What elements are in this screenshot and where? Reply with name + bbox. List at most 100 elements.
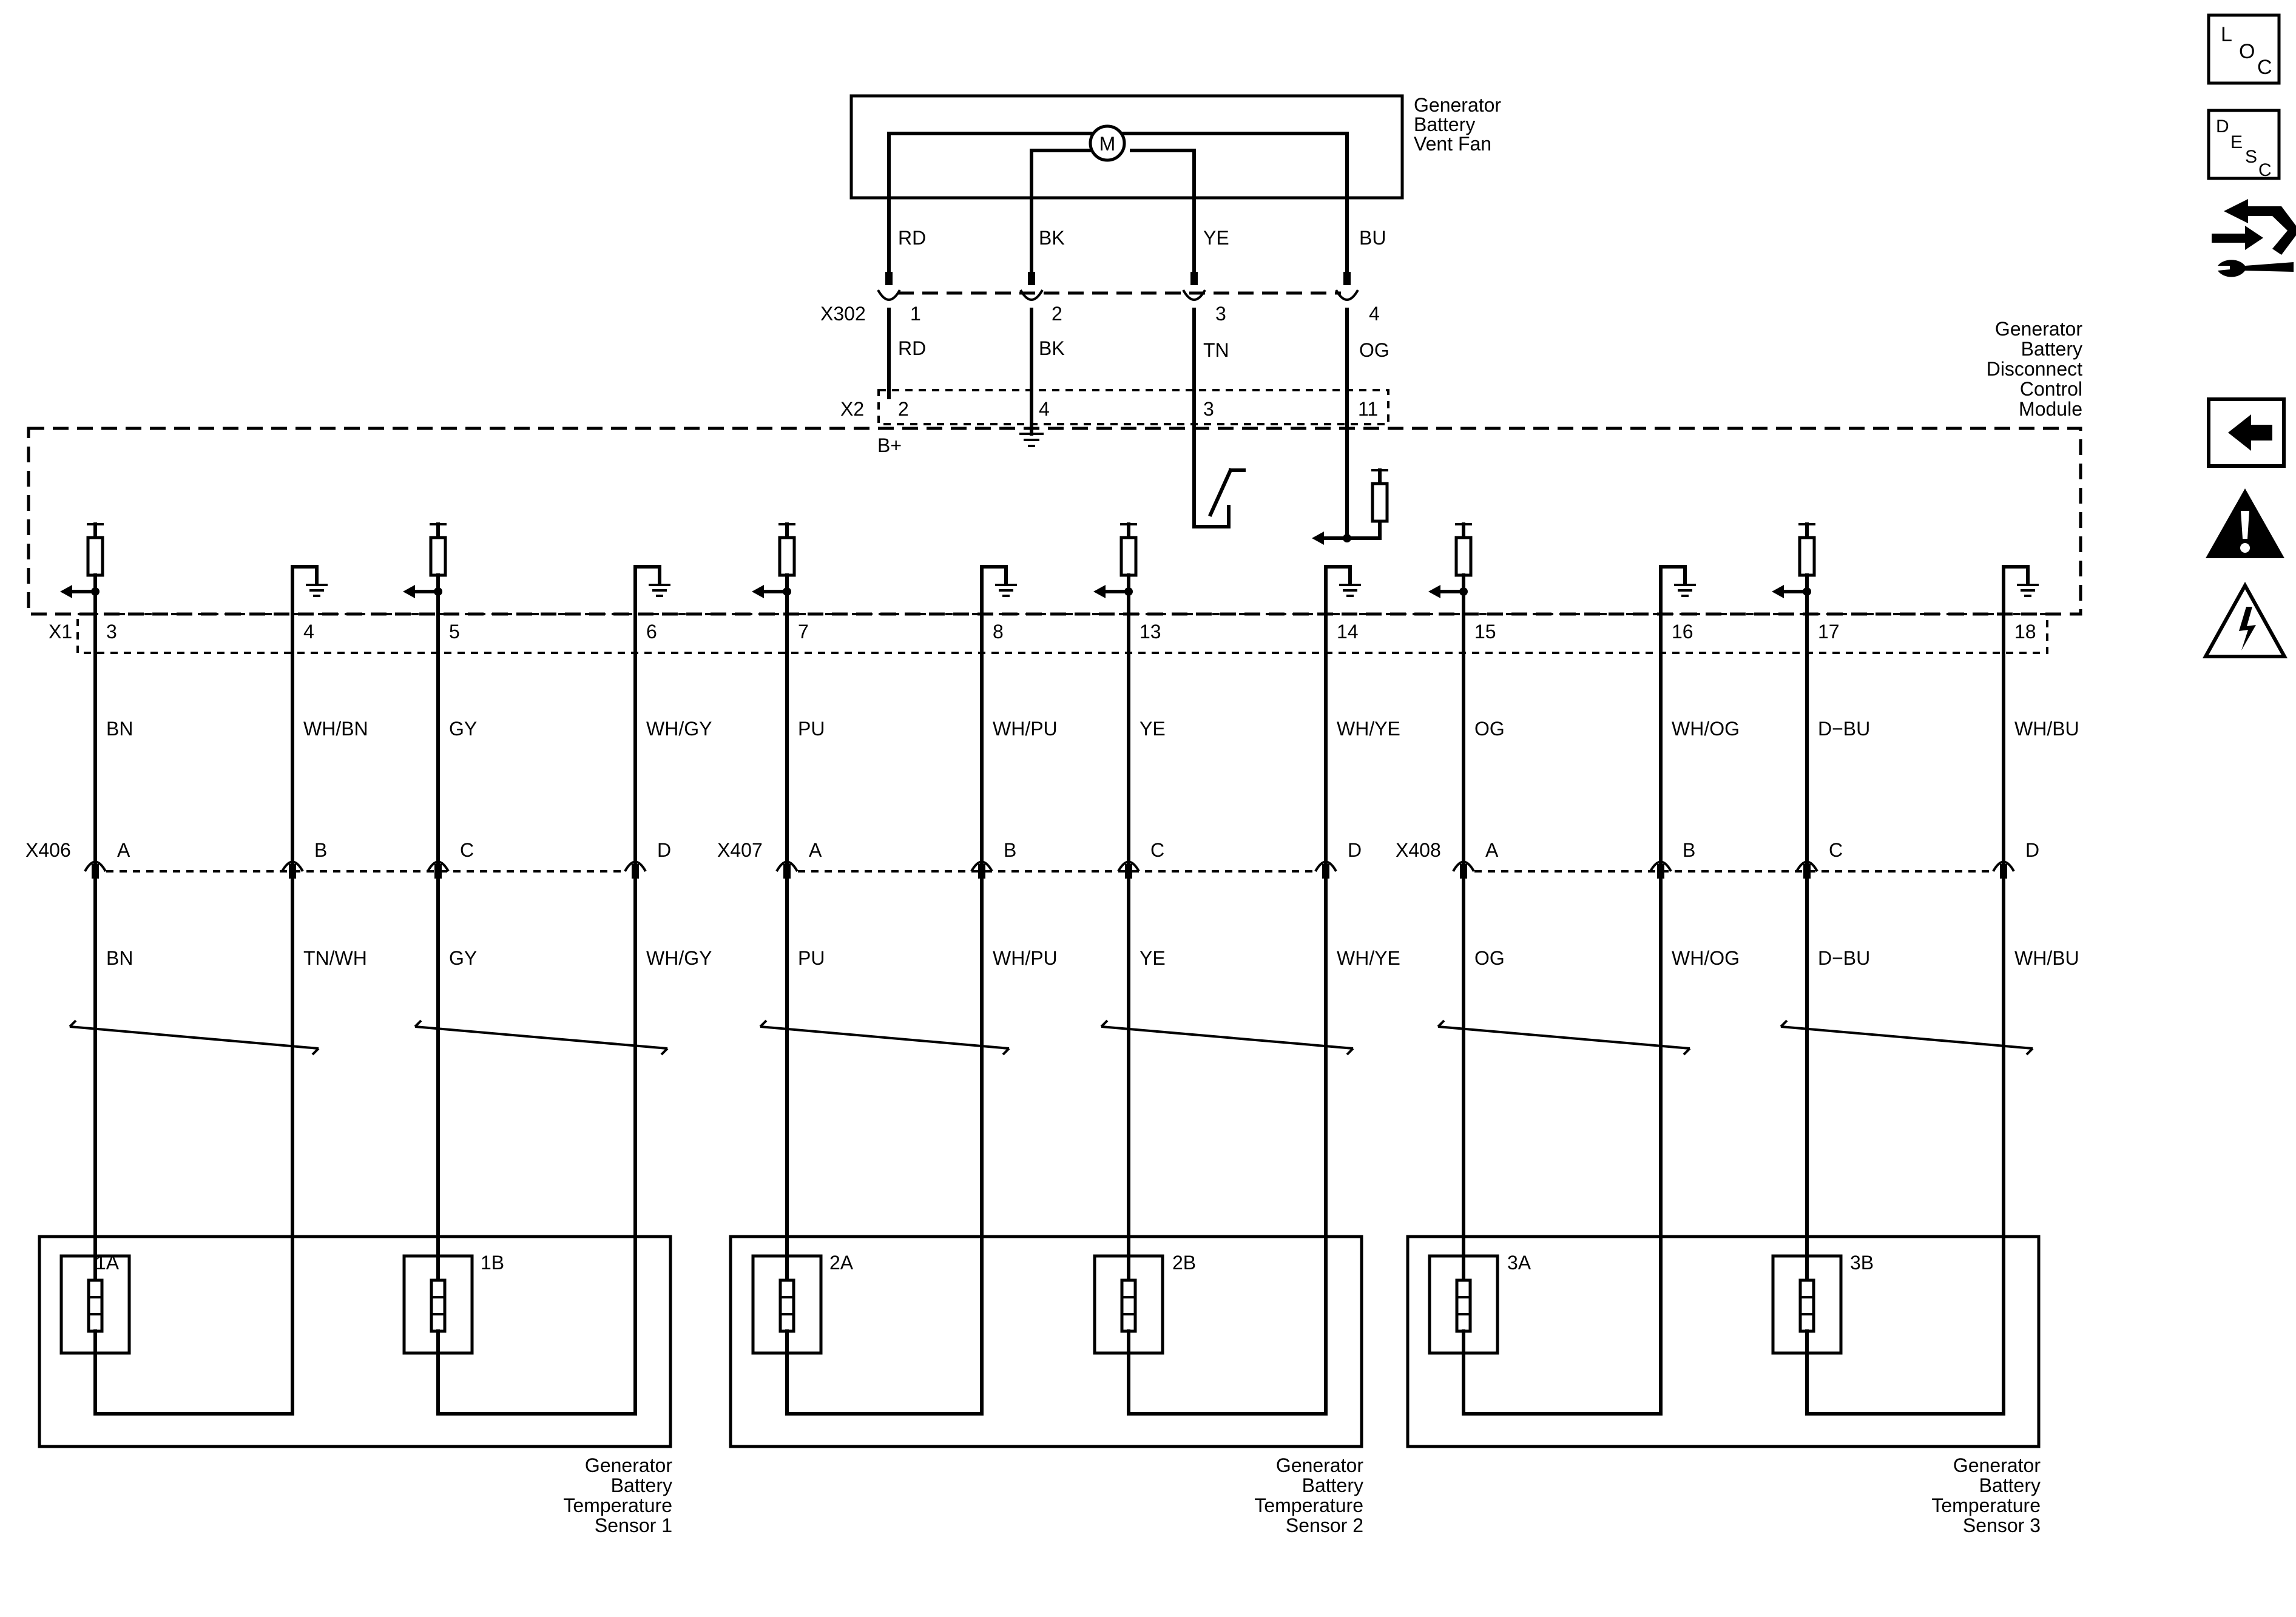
- x1-wire-color: WH/PU: [993, 718, 1058, 740]
- sensor-connector-terminal: [970, 860, 993, 879]
- sensor-connector-pin: D: [1348, 839, 1362, 861]
- motor-icon: [1089, 124, 1126, 162]
- vent-fan-label-2: Battery: [1414, 113, 1475, 135]
- x302-wire-bottom-3: TN: [1203, 339, 1229, 361]
- warning-icon[interactable]: [2206, 488, 2284, 558]
- fan-wires: RD BK YE BU: [887, 132, 1386, 274]
- sensor-2-label-4: Sensor 2: [1286, 1514, 1363, 1536]
- x1-wire-color: BN: [106, 718, 133, 740]
- x2-label: X2: [840, 398, 864, 420]
- sensor-connector-pin: A: [809, 839, 822, 861]
- x1-pin-18: 18: [2014, 621, 2036, 643]
- sensor-3-label-3: Temperature: [1931, 1494, 2041, 1516]
- sensor-connector-pin: B: [314, 839, 327, 861]
- sensor-connector-terminal: [1795, 860, 1818, 879]
- sensor-element-3a: 3A: [1507, 1252, 1531, 1274]
- x302-wire-bottom-2: BK: [1039, 337, 1065, 359]
- sensor-connector-terminal: [281, 860, 304, 879]
- pullup-resistor-icon: [1454, 536, 1473, 577]
- x2-connector: X2 2 4 3 11: [840, 389, 1389, 425]
- sidebar: L O C D E S C: [2202, 13, 2296, 658]
- sensor-wire-color: WH/PU: [993, 947, 1058, 969]
- thermistor-icon: [430, 1278, 447, 1333]
- x2-pin-11: 11: [1358, 398, 1378, 420]
- twisted-pair-icon: [759, 1019, 1010, 1056]
- x302-terminal: [877, 272, 901, 301]
- x302-label: X302: [820, 303, 866, 325]
- x1-wire-color: GY: [449, 718, 477, 740]
- sensor-wire-color: WH/YE: [1337, 947, 1400, 969]
- x1-pin-7: 7: [798, 621, 809, 643]
- loc-letter-c: C: [2257, 56, 2272, 79]
- thermistor: [1428, 1254, 1663, 1416]
- module-label-2: Battery: [2021, 338, 2082, 360]
- sensor-connector-pin: B: [1004, 839, 1016, 861]
- location-button[interactable]: L O C: [2207, 13, 2281, 85]
- thermistor: [1093, 1254, 1328, 1416]
- sensor-2-label-2: Battery: [1302, 1474, 1363, 1496]
- x1-wire-color: WH/OG: [1672, 718, 1740, 740]
- sensor-connector-terminal: [1452, 860, 1475, 879]
- pullup-resistor-icon: [778, 536, 796, 577]
- x302-terminal: [1019, 272, 1044, 301]
- x408-label: X408: [1396, 839, 1441, 861]
- back-arrow-icon[interactable]: [2207, 397, 2286, 468]
- pullup-resistor-icon: [1798, 536, 1816, 577]
- thermistor-icon: [1455, 1278, 1472, 1333]
- connector-tool-icon[interactable]: [2212, 199, 2296, 277]
- thermistor: [402, 1254, 637, 1416]
- x1-pin-8: 8: [993, 621, 1004, 643]
- x1-pin-13: 13: [1140, 621, 1161, 643]
- desc-letter-c: C: [2258, 160, 2272, 180]
- sensor-connector-terminal: [1314, 860, 1337, 879]
- x1-wire-color: WH/BN: [303, 718, 368, 740]
- sensor-connector-terminal: [775, 860, 799, 879]
- sensor-1-box: [38, 1235, 672, 1448]
- sensor-connector-terminal: [624, 860, 647, 879]
- x1-wire-color: WH/BU: [2014, 718, 2079, 740]
- module-label-4: Control: [2020, 378, 2082, 400]
- x302-pin-3: 3: [1215, 303, 1226, 325]
- sensor-wire-color: WH/BU: [2014, 947, 2079, 969]
- x302-pin-4: 4: [1369, 303, 1380, 325]
- sensor-3-box: [1406, 1235, 2041, 1448]
- motor-label: M: [1099, 133, 1116, 155]
- desc-letter-e: E: [2230, 132, 2243, 152]
- description-button[interactable]: D E S C: [2207, 109, 2281, 180]
- sensor-element-2a: 2A: [829, 1252, 854, 1274]
- module-bplus: B+: [877, 434, 902, 456]
- ground-icon: [1019, 433, 1044, 447]
- sensor-2-box: [729, 1235, 1363, 1448]
- thermistor-icon: [1798, 1278, 1815, 1333]
- disconnect-control-module: Generator Battery Disconnect Control Mod…: [27, 318, 2082, 616]
- x302-terminal: [1182, 272, 1206, 301]
- vent-fan-box: [849, 94, 1404, 200]
- x302-wire-top-1: RD: [898, 227, 926, 249]
- twisted-pair-icon: [1100, 1019, 1354, 1056]
- x2-pin-2: 2: [898, 398, 909, 420]
- electrical-hazard-icon[interactable]: [2202, 581, 2288, 658]
- sensor-connector-pin: C: [1150, 839, 1164, 861]
- sensor-connector-terminal: [427, 860, 450, 879]
- module-input-wires: B+: [877, 308, 1389, 545]
- x1-wire-color: D−BU: [1818, 718, 1870, 740]
- vent-fan-label-3: Vent Fan: [1414, 133, 1491, 155]
- twisted-pair-icon: [1780, 1019, 2034, 1056]
- sensor-element-3b: 3B: [1850, 1252, 1874, 1274]
- x302-wire-top-2: BK: [1039, 227, 1065, 249]
- sensor-1-label-2: Battery: [611, 1474, 672, 1496]
- sensor-2-label-3: Temperature: [1254, 1494, 1363, 1516]
- desc-letter-s: S: [2245, 147, 2257, 167]
- sensor-element-2b: 2B: [1172, 1252, 1196, 1274]
- twisted-pair-icon: [69, 1019, 320, 1056]
- thermistor-icon: [778, 1278, 795, 1333]
